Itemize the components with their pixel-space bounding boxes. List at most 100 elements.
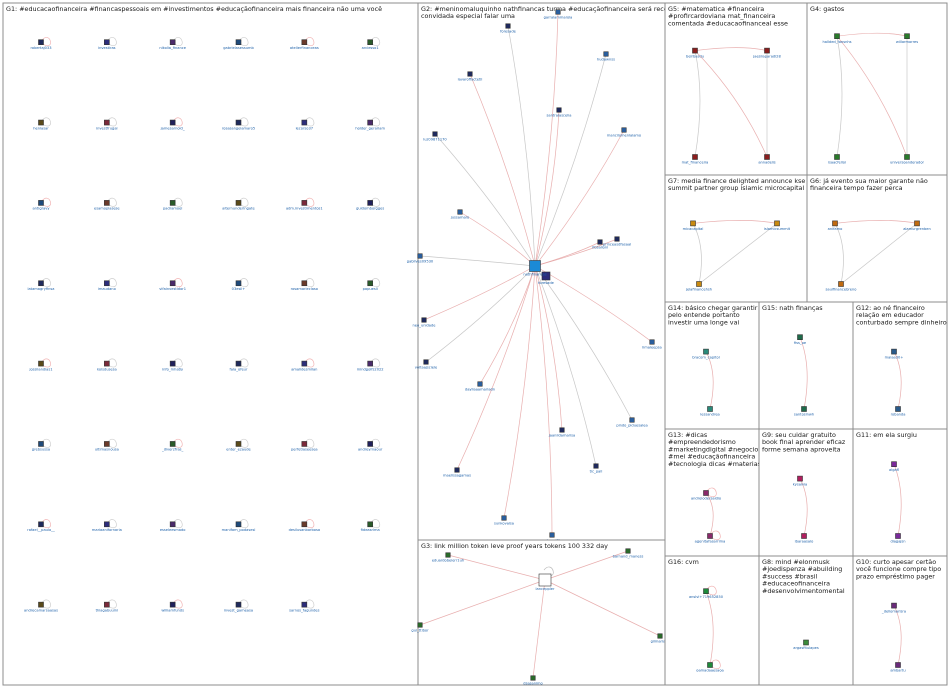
graph-node[interactable]: fideasrima	[361, 521, 380, 532]
graph-node[interactable]: mancilomenlalamo	[607, 127, 641, 138]
graph-node[interactable]: voltaajsciele	[415, 359, 438, 370]
graph-node[interactable]: arciesso1	[362, 39, 379, 50]
graph-node[interactable]: jaesilaparadi28	[752, 47, 781, 58]
graph-node[interactable]: grebsussa	[32, 441, 50, 452]
graph-node[interactable]: anifamo	[828, 220, 843, 231]
graph-node[interactable]: barnand_maness	[613, 548, 644, 559]
graph-node[interactable]: vifainvestidor1	[159, 280, 186, 291]
graph-node[interactable]: alternunderingate	[222, 200, 255, 211]
graph-node[interactable]: robanda	[891, 406, 906, 417]
graph-node[interactable]: foresade	[538, 271, 555, 285]
graph-node[interactable]: andrecamarsaasas	[24, 601, 58, 612]
graph-node[interactable]: amalidesmilan	[291, 360, 317, 371]
graph-node[interactable]: garralammarola	[544, 9, 573, 20]
graph-node[interactable]: ibaraasalo	[795, 533, 814, 544]
graph-node[interactable]: manifam_podasesl	[222, 521, 256, 532]
graph-node[interactable]: atelierfinanceas	[290, 39, 319, 50]
graph-node[interactable]: belrbasdu	[686, 47, 704, 58]
graph-node[interactable]: anslvl+719652850	[689, 588, 724, 599]
graph-node[interactable]: foresade	[500, 23, 517, 34]
graph-node[interactable]: investiras	[98, 39, 116, 50]
graph-node[interactable]: adm.investimentos1	[286, 200, 323, 211]
graph-node[interactable]: esamoplasese	[94, 200, 120, 211]
graph-node[interactable]: hudawnss	[597, 51, 615, 62]
graph-node[interactable]: jaanildamarisa	[548, 427, 575, 438]
graph-node[interactable]: dayllaaamariadn	[465, 381, 495, 392]
graph-node[interactable]: latamagryfinsa	[27, 280, 55, 291]
graph-node[interactable]: rafael__paulo__	[27, 521, 55, 532]
graph-node[interactable]: rosasangelamaro5	[222, 119, 255, 130]
graph-node[interactable]: padramoel	[163, 200, 182, 211]
graph-node[interactable]: fala_ofeur	[230, 360, 248, 371]
graph-node[interactable]: nathfinancas	[523, 260, 547, 277]
graph-node[interactable]: micacapital	[683, 220, 704, 231]
graph-node[interactable]: esseleesmado	[160, 521, 186, 532]
graph-node[interactable]: lessandrea	[700, 406, 720, 417]
graph-node[interactable]: 03esil+	[232, 280, 246, 291]
graph-node[interactable]: saulfinancebreno	[826, 281, 857, 292]
graph-node[interactable]: andrelodersaidio	[691, 490, 721, 501]
graph-node[interactable]: papuesli	[363, 280, 378, 291]
graph-node[interactable]: gabrielasessumb	[223, 39, 254, 50]
graph-node[interactable]: henlasar	[33, 119, 49, 130]
graph-node[interactable]: andreyrnaour	[358, 441, 383, 452]
graph-node[interactable]: maiaa30+	[885, 348, 904, 359]
graph-node[interactable]: argasfitulapes	[793, 639, 819, 650]
graph-node[interactable]: sarnos_fagundes	[289, 601, 320, 612]
graph-node[interactable]: neo_unidade	[412, 317, 436, 328]
graph-node[interactable]: willarmorres	[896, 33, 918, 44]
graph-node[interactable]: nikolia_finance	[159, 39, 187, 50]
graph-node[interactable]: kysaivia	[793, 475, 807, 486]
graph-node[interactable]: isaacfelloi	[828, 154, 846, 165]
graph-node[interactable]: diagajsn	[890, 533, 906, 544]
graph-node[interactable]: mat_financeira	[682, 154, 709, 165]
graph-node[interactable]: santoslnwh	[794, 406, 814, 417]
graph-node[interactable]: sunkovalsa	[494, 515, 514, 526]
graph-node[interactable]: santralascelia	[547, 107, 572, 118]
graph-node[interactable]: tic_pail	[590, 463, 603, 474]
graph-node[interactable]: jamesarnold_	[160, 119, 185, 130]
graph-node[interactable]: lecorso37	[296, 119, 314, 130]
graph-node[interactable]: annadelis	[758, 154, 776, 165]
graph-node[interactable]: oamadaaesaoa	[696, 662, 724, 673]
graph-node[interactable]: _diverzfras_	[161, 441, 184, 452]
graph-node[interactable]: thiagabuuini	[96, 601, 118, 612]
graph-node[interactable]: pindo_piduesalea	[616, 417, 648, 428]
graph-node[interactable]: maelissagamas	[443, 467, 471, 478]
graph-node[interactable]: antigravy	[32, 200, 50, 211]
graph-node[interactable]: kolsdusesa	[97, 360, 117, 371]
graph-node[interactable]: eduardobeierr1uh	[432, 552, 464, 563]
graph-node[interactable]: ribsalloni	[592, 239, 608, 250]
graph-node[interactable]: gui_ttibor	[411, 622, 429, 633]
graph-node[interactable]: enter_ezaude	[226, 441, 252, 452]
graph-node[interactable]: williamfunds	[161, 601, 184, 612]
graph-node[interactable]: robertaj033	[30, 39, 52, 50]
graph-node[interactable]: bracom_capitol	[692, 348, 720, 359]
graph-node[interactable]: mindgolfs2022	[357, 360, 384, 371]
graph-node[interactable]: mariaanifornaria	[92, 521, 122, 532]
graph-node[interactable]: lavaroffactetil	[458, 71, 483, 82]
graph-node[interactable]: ultimasnousa	[95, 441, 119, 452]
graph-node[interactable]: jossilandias1	[28, 360, 53, 371]
graph-node[interactable]: rosamarieclaso	[291, 280, 318, 291]
graph-node[interactable]: fiss_oe	[794, 334, 807, 345]
graph-node[interactable]: universoanderador	[890, 154, 925, 165]
graph-node[interactable]: jussamaro	[450, 209, 470, 220]
graph-node[interactable]: gilmarlaca	[651, 633, 670, 644]
graph-node[interactable]: invest_gameasa	[224, 601, 253, 612]
graph-node[interactable]: princeasdfasaal	[603, 236, 631, 247]
graph-node[interactable]: algafl	[889, 461, 899, 472]
graph-node[interactable]: limaleepsa	[642, 339, 662, 350]
graph-node[interactable]: alamurgrenben	[903, 220, 931, 231]
graph-node[interactable]: imaudano	[98, 280, 116, 291]
graph-node[interactable]: holder_gerariam	[355, 119, 385, 130]
graph-node[interactable]: gabilves09530	[407, 253, 434, 264]
graph-node[interactable]: jelafinancehsh	[685, 281, 712, 292]
graph-node[interactable]: _dellomarisra	[881, 602, 906, 613]
graph-node[interactable]: guidomborgges	[356, 200, 384, 211]
graph-node[interactable]: info_mhatly	[162, 360, 184, 371]
graph-node[interactable]: dsasanimo	[523, 675, 543, 686]
graph-node[interactable]: desilusanborbosa	[289, 521, 321, 532]
graph-node[interactable]: ambartu	[890, 662, 906, 673]
graph-node[interactable]: lanceppler	[536, 573, 555, 591]
